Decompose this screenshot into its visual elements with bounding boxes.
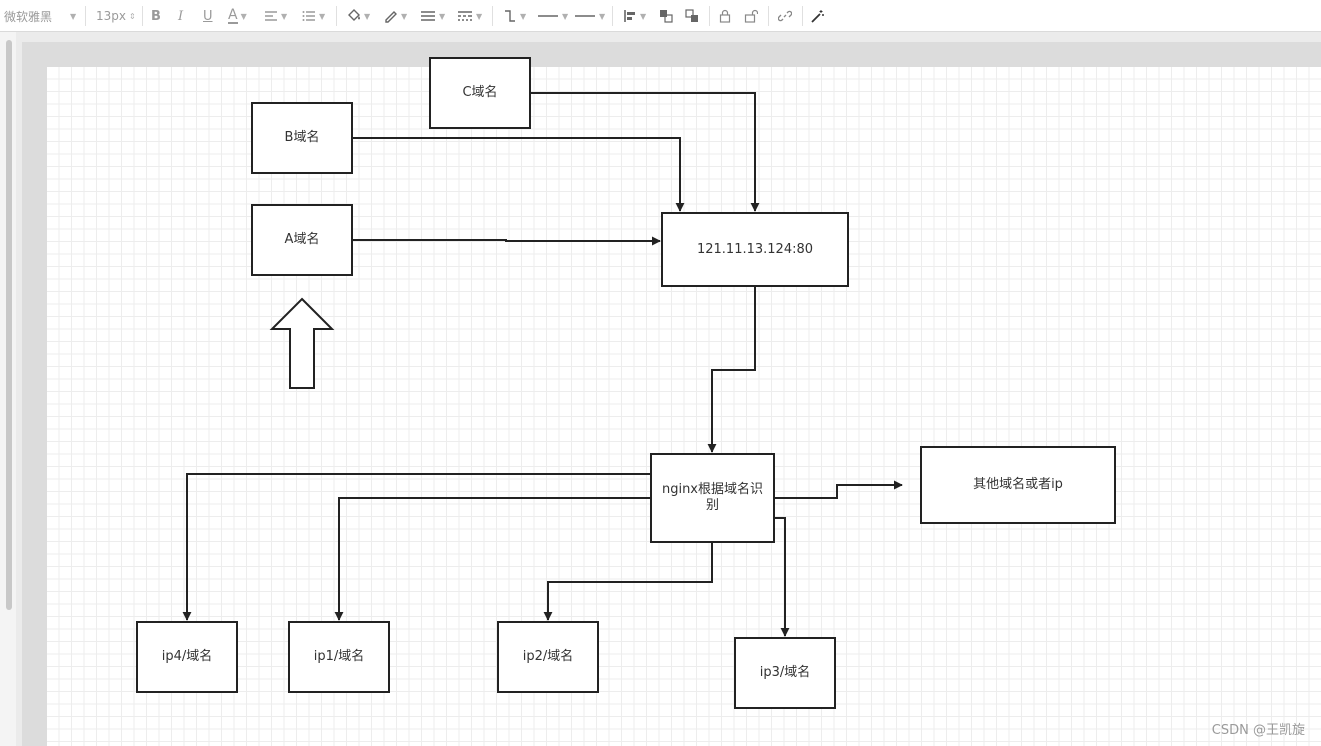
edge-nginx-to-ip1[interactable] xyxy=(334,497,651,621)
underline-icon[interactable]: U xyxy=(203,8,213,24)
node-c-domain[interactable]: C域名 xyxy=(429,57,531,129)
node-other[interactable]: 其他域名或者ip xyxy=(920,446,1116,524)
toolbar-divider xyxy=(492,6,493,26)
toolbar-divider xyxy=(802,6,803,26)
magic-wand-icon[interactable] xyxy=(811,0,825,32)
node-label: nginx根据域名识别 xyxy=(661,482,764,513)
toolbar-divider xyxy=(768,6,769,26)
bring-front-icon[interactable] xyxy=(659,0,673,32)
text-align-icon[interactable]: ▼ xyxy=(264,0,287,32)
node-label: ip1/域名 xyxy=(313,649,365,664)
fill-color-icon[interactable]: ▼ xyxy=(346,0,370,32)
node-ip2[interactable]: ip2/域名 xyxy=(497,621,599,693)
font-size-stepper[interactable]: 13px ⇕ xyxy=(96,0,136,32)
font-color-icon[interactable]: A▼ xyxy=(228,7,247,24)
stepper-arrows-icon: ⇕ xyxy=(129,11,136,21)
node-label: ip4/域名 xyxy=(161,649,213,664)
line-end-icon[interactable]: ▼ xyxy=(575,11,606,21)
toolbar-divider xyxy=(142,6,143,26)
line-style-icon[interactable]: ▼ xyxy=(457,0,482,32)
edge-a-to-server[interactable] xyxy=(352,236,661,246)
edge-b-to-server[interactable] xyxy=(352,137,685,212)
node-ip3[interactable]: ip3/域名 xyxy=(734,637,836,709)
bold-icon[interactable]: B xyxy=(151,8,161,24)
send-back-icon[interactable] xyxy=(685,0,699,32)
toolbar-divider xyxy=(612,6,613,26)
node-label: C域名 xyxy=(462,85,498,100)
font-family-select[interactable]: 微软雅黑 ▼ xyxy=(4,0,76,32)
node-a-domain[interactable]: A域名 xyxy=(251,204,353,276)
node-label: ip2/域名 xyxy=(522,649,574,664)
node-label: 其他域名或者ip xyxy=(973,477,1063,492)
font-family-value: 微软雅黑 xyxy=(4,9,53,24)
line-color-icon[interactable]: ▼ xyxy=(383,0,407,32)
node-label: B域名 xyxy=(284,130,320,145)
node-label: 121.11.13.124:80 xyxy=(696,241,814,257)
line-width-icon[interactable]: ▼ xyxy=(420,0,445,32)
format-toolbar: 微软雅黑 ▼ 13px ⇕ B I U A▼ ▼ ▼ ▼ ▼ ▼ ▼ ▼ ▼ ▼… xyxy=(0,0,1321,32)
up-arrow-shape[interactable] xyxy=(269,297,335,389)
toolbar-divider xyxy=(336,6,337,26)
node-server[interactable]: 121.11.13.124:80 xyxy=(661,212,849,287)
list-icon[interactable]: ▼ xyxy=(302,0,325,32)
italic-icon[interactable]: I xyxy=(178,8,184,24)
vertical-scrollbar[interactable] xyxy=(6,40,12,610)
watermark: CSDN @王凯旋 xyxy=(1211,723,1305,738)
edge-nginx-to-ip2[interactable] xyxy=(543,542,713,621)
chevron-down-icon: ▼ xyxy=(70,11,77,21)
node-ip4[interactable]: ip4/域名 xyxy=(136,621,238,693)
node-b-domain[interactable]: B域名 xyxy=(251,102,353,174)
edge-nginx-to-other[interactable] xyxy=(774,480,903,499)
font-size-value: 13px xyxy=(96,9,126,23)
lock-icon[interactable] xyxy=(719,0,731,32)
edge-nginx-to-ip4[interactable] xyxy=(182,473,651,621)
edge-c-to-server[interactable] xyxy=(530,92,760,212)
toolbar-divider xyxy=(709,6,710,26)
unlock-icon[interactable] xyxy=(744,0,758,32)
link-icon[interactable] xyxy=(778,0,792,32)
node-nginx[interactable]: nginx根据域名识别 xyxy=(650,453,775,543)
node-label: A域名 xyxy=(284,232,320,247)
connector-style-icon[interactable]: ▼ xyxy=(503,0,526,32)
align-icon[interactable]: ▼ xyxy=(623,0,646,32)
edge-nginx-to-ip3[interactable] xyxy=(774,517,790,637)
node-label: ip3/域名 xyxy=(759,665,811,680)
line-start-icon[interactable]: ▼ xyxy=(538,11,569,21)
node-ip1[interactable]: ip1/域名 xyxy=(288,621,390,693)
edge-server-to-nginx[interactable] xyxy=(707,286,756,453)
diagram-canvas[interactable] xyxy=(47,67,1321,746)
toolbar-divider xyxy=(85,6,86,26)
